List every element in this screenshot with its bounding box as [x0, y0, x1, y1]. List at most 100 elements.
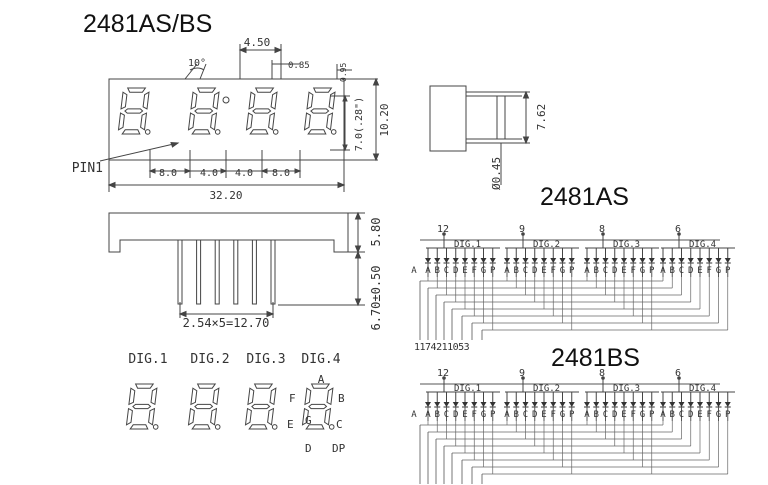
schematic-segment-letter: G: [640, 410, 645, 420]
seg-label-a: A: [318, 373, 325, 386]
seg-label-e: E: [287, 418, 294, 431]
schematic-led-diode: [462, 258, 468, 263]
schematic-led-diode: [568, 402, 575, 407]
schematic-led-diode: [531, 402, 538, 407]
schematic-led-diode: [541, 402, 547, 407]
schematic-digit-label: DIG.3: [613, 384, 640, 394]
schematic-led-diode: [715, 402, 722, 407]
schematic-segment-letter: D: [688, 266, 693, 276]
dim-left-8: 8.0: [159, 168, 177, 179]
schematic-led-diode: [522, 258, 529, 263]
schematic-segment-letter: A: [425, 266, 431, 276]
schematic-digit-pin: 9: [519, 224, 525, 235]
dim-char-height: 7.0(.28"): [354, 97, 365, 151]
schematic-segment-letter: G: [481, 410, 486, 420]
title-2481bs: 2481BS: [551, 344, 640, 372]
schematic-led-diode: [687, 258, 694, 263]
bottom-pin: [196, 239, 202, 305]
schematic-led-diode: [593, 258, 600, 263]
schematic-segment-letter: G: [560, 410, 565, 420]
schematic-led-diode: [669, 402, 676, 407]
seg-label-c: C: [336, 418, 343, 431]
schematic-led-diode: [602, 258, 609, 263]
schematic-segment-letter: P: [569, 410, 575, 420]
front-digit-4: [303, 87, 337, 135]
side-view-body: [429, 85, 467, 152]
schematic-segment-letter: G: [716, 266, 721, 276]
schematic-segment-letter: P: [649, 266, 655, 276]
schematic-segment-letter: G: [481, 266, 486, 276]
seg-label-d: D: [305, 442, 312, 455]
schematic-segment-letter: D: [612, 266, 617, 276]
schematic-segment-letter: A: [411, 410, 417, 420]
schematic-segment-letter: P: [490, 266, 496, 276]
schematic-segment-letter: B: [670, 266, 675, 276]
schematic-led-diode: [639, 402, 646, 407]
schematic-led-diode: [559, 258, 566, 263]
schematic-segment-letter: C: [679, 410, 684, 420]
schematic-led-diode: [489, 258, 496, 263]
schematic-digit-pin: 6: [675, 368, 681, 379]
pin1-label: PIN1: [72, 161, 103, 176]
front-digit-1: [117, 87, 151, 135]
schematic-digit-pin: 12: [437, 368, 449, 379]
dim-side-height: 7.62: [535, 104, 548, 131]
dim-total-width: 32.20: [209, 189, 242, 202]
schematic-digit-pin: 8: [599, 368, 605, 379]
segmap-digit-4: [301, 383, 335, 430]
schematic-segment-letter: E: [541, 410, 546, 420]
schematic-segment-letter: E: [541, 266, 546, 276]
schematic-segment-letter: E: [697, 266, 702, 276]
side-view-text: 7.62 Ø0.45: [490, 104, 548, 190]
schematic-led-diode: [504, 402, 510, 407]
schematic-led-diode: [660, 258, 666, 263]
schematic-segment-letter: B: [514, 410, 519, 420]
pin1-leader: [99, 142, 179, 162]
schematic-led-diode: [550, 258, 557, 263]
segmap-digit-1: [125, 383, 159, 430]
schematic-led-diode: [724, 258, 731, 263]
schematic-led-diode: [630, 402, 637, 407]
front-digits: [117, 87, 337, 135]
schematic-segment-letter: P: [725, 266, 731, 276]
schematic-segment-letter: P: [490, 410, 496, 420]
schematic-digit-label: DIG.4: [689, 384, 716, 394]
schematic-segment-letter: P: [649, 410, 655, 420]
schematic-digit-label: DIG.4: [689, 240, 716, 250]
schematic-segment-letter: B: [435, 266, 440, 276]
front-view: [99, 44, 380, 192]
schematic-led-diode: [480, 402, 487, 407]
schematic-segment-letter: A: [584, 266, 590, 276]
schematic-segment-letter: A: [504, 410, 510, 420]
dim-pin-pitch: 2.54×5=12.70: [183, 316, 270, 330]
schematic-led-diode: [621, 402, 627, 407]
schematic-digit-pin: 12: [437, 224, 449, 235]
schematic-led-diode: [706, 402, 713, 407]
segment-map: DIG.1 DIG.2 DIG.3 DIG.4 A B C D E F G DP: [125, 352, 346, 455]
dim-mid-4a: 4.0: [200, 168, 218, 179]
schematic-segment-letter: G: [560, 266, 565, 276]
schematic-segment-letter: C: [523, 266, 528, 276]
front-view-text: PIN1 10° 4.50 0.85 0.95 7.0(.28") 10.20 …: [72, 36, 391, 202]
schematic-led-diode: [724, 402, 731, 407]
schematic-segment-letter: F: [707, 266, 712, 276]
schematic-led-diode: [669, 258, 676, 263]
schematic-segment-letter: E: [621, 266, 626, 276]
schematic-segment-letter: F: [707, 410, 712, 420]
schematic-led-diode: [602, 402, 609, 407]
schematic-segment-letter: G: [716, 410, 721, 420]
schematic-segment-letter: D: [688, 410, 693, 420]
seg-label-dp: DP: [332, 442, 346, 455]
schematic-led-diode: [584, 258, 590, 263]
dim-right-small: 0.95: [339, 63, 348, 82]
dim-pin-length: 6.70±0.50: [369, 265, 383, 330]
schematic-segment-letter: D: [532, 410, 537, 420]
front-view-body: [108, 78, 345, 161]
schematic-led-diode: [531, 258, 538, 263]
bottom-pin: [251, 239, 257, 305]
schematic-led-diode: [452, 258, 459, 263]
schematic-led-diode: [425, 402, 431, 407]
schematic-segment-letter: A: [504, 266, 510, 276]
